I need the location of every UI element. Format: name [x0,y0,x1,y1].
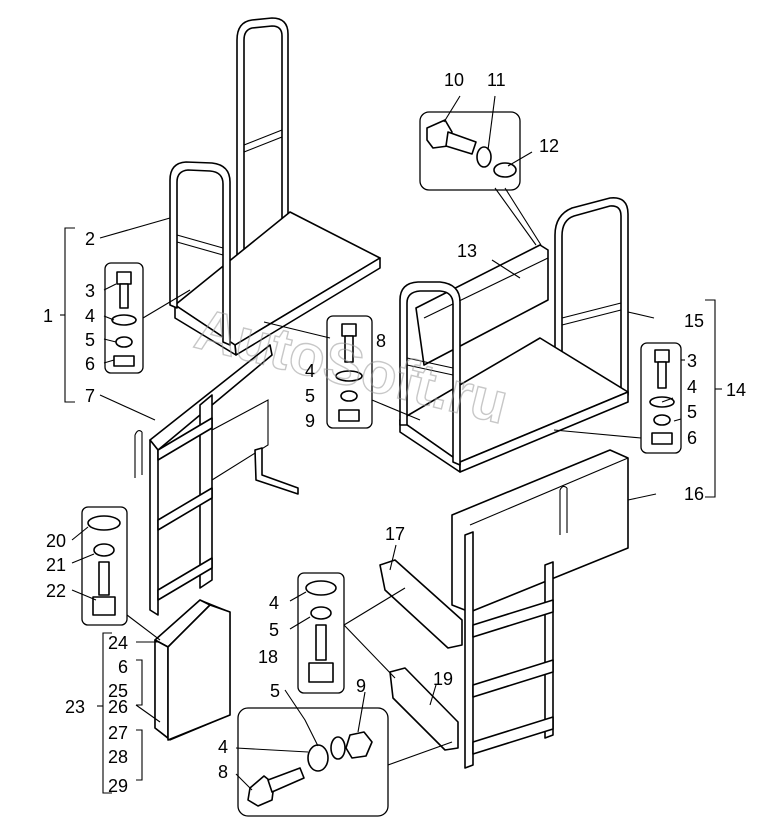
left-ladder [134,344,299,616]
callout-15: 15 [684,311,704,331]
callout-5: 5 [269,620,279,640]
callout-26: 26 [108,697,128,717]
callout-27: 27 [108,723,128,743]
right-platform-assembly [399,197,629,473]
callout-6: 6 [687,428,697,448]
callout-4: 4 [305,361,315,381]
callout-3: 3 [85,281,95,301]
callout-21: 21 [46,555,66,575]
left-platform-assembly [169,17,381,356]
callout-7: 7 [85,386,95,406]
callout-29: 29 [108,776,128,796]
callout-16: 16 [684,484,704,504]
callout-5: 5 [270,681,280,701]
callout-4: 4 [85,306,95,326]
detail-box-4-5-8-9 [237,707,389,817]
callout-3: 3 [687,351,697,371]
detail-box-3-6-left [104,262,144,374]
callout-25: 25 [108,681,128,701]
callout-5: 5 [305,386,315,406]
detail-box-4-5-18 [297,572,345,694]
callout-8: 8 [218,762,228,782]
bracket-17 [379,559,463,649]
callout-labels: 1 2 3 4 5 6 7 8 4 5 9 10 11 12 13 15 3 4… [43,70,746,796]
right-ladder [451,449,629,769]
callout-4: 4 [218,737,228,757]
callout-14: 14 [726,380,746,400]
callout-4: 4 [269,593,279,613]
detail-box-10-12 [419,111,521,191]
bracket-19 [389,667,459,751]
callout-5: 5 [687,402,697,422]
callout-20: 20 [46,531,66,551]
callout-5: 5 [85,330,95,350]
callout-17: 17 [385,524,405,544]
callout-23: 23 [65,697,85,717]
callout-2: 2 [85,229,95,249]
callout-6: 6 [118,657,128,677]
callout-8: 8 [376,331,386,351]
callout-11: 11 [487,70,506,90]
callout-12: 12 [539,136,559,156]
callout-13: 13 [457,241,477,261]
detail-box-3-6-right [640,342,682,454]
callout-28: 28 [108,747,128,767]
callout-19: 19 [433,669,453,689]
callout-1: 1 [43,306,53,326]
detail-box-20-22 [81,506,128,626]
callout-24: 24 [108,633,128,653]
callout-6: 6 [85,354,95,374]
callout-9: 9 [305,411,315,431]
detail-box-8-9 [326,315,373,429]
callout-22: 22 [46,581,66,601]
callout-10: 10 [444,70,464,90]
leader-lines [60,95,722,794]
bracket-assembly-23 [154,599,231,741]
callout-18: 18 [258,647,278,667]
callout-9: 9 [356,676,366,696]
callout-4: 4 [687,377,697,397]
